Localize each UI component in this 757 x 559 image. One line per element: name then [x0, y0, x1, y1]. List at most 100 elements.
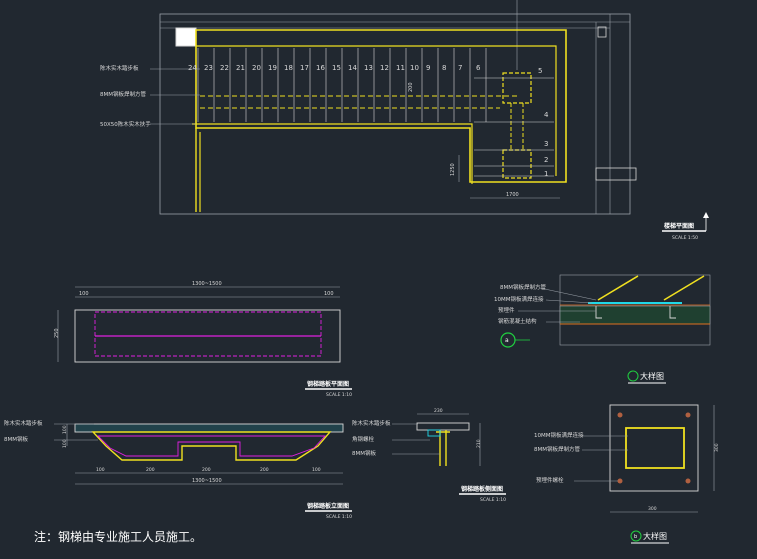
detail-b-title: 大样图 [643, 531, 667, 541]
detail-b-plate [609, 404, 699, 492]
detail-a-label-embed: 预埋件 [498, 306, 515, 314]
step-number: 21 [236, 64, 245, 72]
step-number: 6 [476, 64, 481, 72]
section-dim-seg: 200 [202, 467, 211, 473]
detail-b-label-tube: 8MM钢板焊制方管 [534, 445, 580, 453]
step-number: 1 [544, 170, 548, 178]
detail-a-tube-1 [597, 275, 639, 301]
section-dim-side: 100 [62, 439, 68, 448]
detail-a-concrete [559, 305, 711, 325]
detail-a: 8MM钢板焊制方管 10MM钢板满焊连接 预埋件 钢筋混凝土结构 a 大样图 [494, 274, 711, 384]
leader-line [545, 299, 593, 304]
detail-a-anchor [595, 306, 602, 319]
section-dim-seg: 100 [312, 467, 321, 473]
detail-b-bolt [617, 478, 623, 484]
plan-label-tread: 陈木实木踏步板 [100, 64, 139, 72]
stair-plan: 24 23 22 21 20 19 18 17 16 15 14 13 12 1… [100, 0, 709, 241]
step-number: 9 [426, 64, 430, 72]
section-dim-total: 1300~1500 [192, 478, 222, 484]
step-number: 22 [220, 64, 229, 72]
side-steel [436, 430, 450, 466]
detail-a-anchor [669, 306, 676, 319]
tread-plan-dim-right: 100 [324, 291, 334, 297]
section-scale: SCALE 1:10 [326, 514, 352, 520]
section-dim-seg: 200 [260, 467, 269, 473]
section-label-steel: 8MM钢板 [4, 435, 28, 443]
section-title: 钢梯踏板立面图 [307, 502, 349, 510]
plan-post [175, 27, 197, 47]
section-dim-seg: 200 [146, 467, 155, 473]
tread-plan-dim-left: 100 [79, 291, 89, 297]
tread-plan-scale: SCALE 1:10 [326, 392, 352, 398]
side-angle [427, 429, 441, 437]
section-dim-thick: 100 [62, 425, 68, 434]
detail-b-tube [625, 427, 685, 469]
detail-b-title-marker [630, 530, 642, 542]
section-board [74, 423, 344, 433]
side-dim-height: 210 [476, 439, 482, 448]
section-dim-seg: 100 [96, 467, 105, 473]
section-label-board: 陈木实木踏步板 [4, 419, 43, 427]
tread-plan-title: 钢梯踏板平面图 [307, 380, 349, 388]
side-scale: SCALE 1:10 [480, 497, 506, 503]
detail-a-label-concrete: 钢筋混凝土结构 [498, 317, 537, 325]
step-number: 11 [396, 64, 405, 72]
detail-b-marker-text: b [634, 534, 637, 540]
plan-scale: SCALE 1:50 [672, 235, 698, 241]
step-number: 2 [544, 156, 548, 164]
tread-lines-right [474, 77, 554, 177]
detail-a-label-tube: 8MM钢板焊制方管 [500, 283, 546, 291]
side-label-board: 陈木实木踏步板 [352, 419, 391, 427]
tread-side: 陈木实木踏步板 角钢螺栓 8MM钢板 230 210 钢梯踏板侧面图 SCALE… [352, 408, 506, 503]
step-number: 7 [458, 64, 462, 72]
step-number: 3 [544, 140, 548, 148]
step-number: 4 [544, 111, 549, 119]
tread-plan-dim-total: 1300~1500 [192, 281, 222, 287]
detail-a-marker-text: a [505, 337, 509, 344]
step-number: 14 [348, 64, 357, 72]
plan-frame [159, 13, 631, 215]
tread-plan-board [74, 309, 341, 363]
step-number: 12 [380, 64, 389, 72]
plan-title: 楼梯平面图 [664, 222, 694, 230]
step-number: 13 [364, 64, 373, 72]
step-number: 24 [188, 64, 197, 72]
north-arrow-head [703, 212, 709, 218]
step-number: 15 [332, 64, 341, 72]
section-steel-inner [96, 435, 327, 457]
detail-a-label-weld: 10MM钢板满焊连接 [494, 295, 544, 303]
tread-section: 陈木实木踏步板 8MM钢板 100 100 100 200 200 200 10… [4, 419, 352, 520]
tread-lines [197, 48, 487, 122]
handrail-inner [196, 45, 557, 176]
stringer-box-bottom [502, 149, 532, 179]
detail-b-bolt [685, 478, 691, 484]
step-number: 17 [300, 64, 309, 72]
side-label-angle: 角钢螺栓 [352, 435, 375, 443]
detail-b-bolt [685, 412, 691, 418]
plan-dim-bottom: 1700 [506, 192, 519, 198]
detail-a-title: 大样图 [640, 371, 664, 381]
side-board [416, 422, 470, 431]
step-numbers: 24 23 22 21 20 19 18 17 16 15 14 13 12 1… [188, 64, 549, 178]
plan-label-handrail: 50X50陈木实木扶手 [100, 120, 151, 128]
stringer-box-top [502, 72, 532, 104]
step-number: 19 [268, 64, 277, 72]
side-label-steel: 8MM钢板 [352, 449, 376, 457]
leader-line [539, 287, 597, 301]
plan-dim-left: 1250 [450, 163, 456, 176]
step-number: 8 [442, 64, 446, 72]
step-number: 16 [316, 64, 325, 72]
tread-plan-dim-height: 250 [54, 328, 60, 338]
detail-a-title-marker [627, 370, 639, 382]
tread-plan: 1300~1500 100 100 250 钢梯踏板平面图 SCALE 1:10 [54, 281, 352, 398]
detail-b: 10MM钢板满焊连接 8MM钢板焊制方管 预埋件螺栓 300 300 b 大样图 [534, 404, 720, 544]
step-number: 5 [538, 67, 542, 75]
detail-b-label-weld: 10MM钢板满焊连接 [534, 431, 584, 439]
section-steel-outline [91, 431, 332, 461]
plan-dim-inner: 200 [408, 82, 414, 92]
step-number: 23 [204, 64, 213, 72]
tread-plan-steel-outline [94, 311, 322, 357]
detail-b-label-bolt: 预埋件螺栓 [536, 476, 564, 484]
